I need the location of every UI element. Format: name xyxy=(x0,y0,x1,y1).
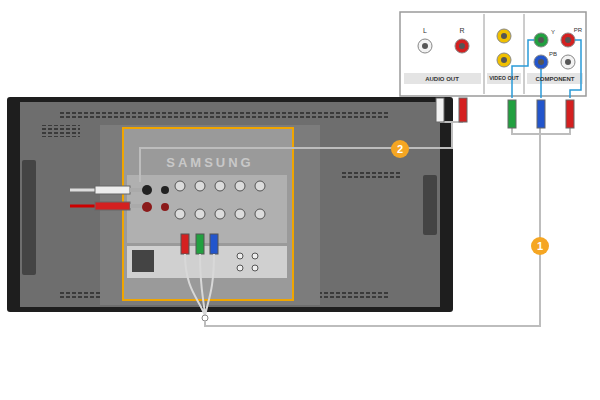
callout-number: 2 xyxy=(397,144,403,155)
jack-label: PB xyxy=(549,51,557,57)
section-label: AUDIO OUT xyxy=(425,76,459,82)
jack-label: PR xyxy=(574,27,582,33)
jack-label: Y xyxy=(551,29,555,35)
jack-label: L xyxy=(423,27,427,34)
section-label: COMPONENT xyxy=(536,76,575,82)
jack-label: R xyxy=(459,27,464,34)
brand-emboss: SAMSUNG xyxy=(166,156,253,169)
callout-number: 1 xyxy=(537,241,543,252)
section-label: VIDEO OUT xyxy=(489,76,519,81)
